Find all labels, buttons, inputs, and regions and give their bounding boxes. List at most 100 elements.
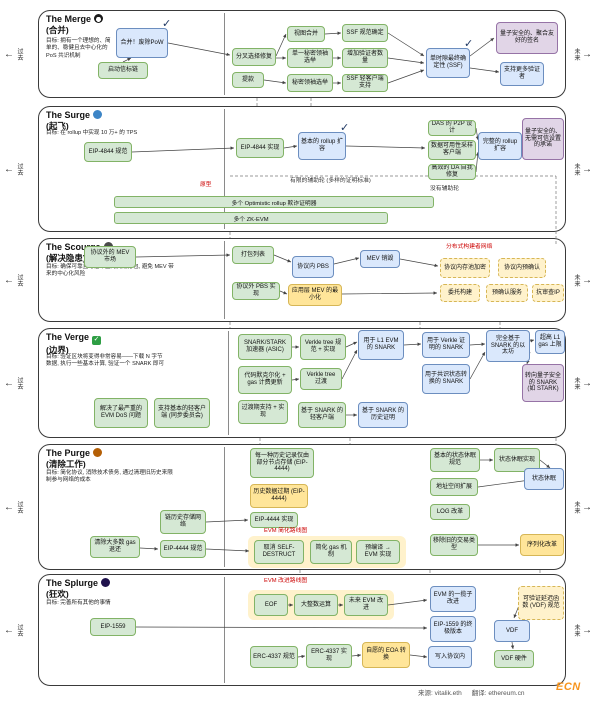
roadmap-node: 抗审查IP [532, 284, 564, 302]
past-label: 过去 [16, 500, 22, 514]
node-label: 用于 L1 EVM 的 SNARK [363, 338, 399, 351]
future-label: 未来 [573, 500, 579, 514]
roadmap-node: 基于 SNARK 的轻客户端 [298, 402, 346, 428]
roadmap-node: LOG 改革 [430, 504, 470, 520]
node-label: 单时隙最终确定性 (SSF) [429, 56, 466, 69]
node-label: 高效的 DA 自我修复 [431, 165, 473, 178]
roadmap-node: 单时隙最终确定性 (SSF) [426, 48, 470, 78]
node-label: SNARK/STARK 加速器 (ASIC) [244, 340, 286, 353]
roadmap-node: 协议内预确认 [498, 258, 546, 278]
roadmap-node: 预编译 → EVM 实现 [356, 540, 400, 564]
float-label: 分布式构建者网络 [446, 244, 493, 250]
roadmap-node: 地址空间扩展 [430, 478, 478, 496]
node-label: 完全基于 SNARK 的以太坊 [490, 335, 526, 356]
roadmap-node: 预确认服务 [486, 284, 528, 302]
future-label: 未来 [573, 623, 579, 637]
past-arrow-icon: ← [4, 48, 14, 60]
roadmap-node: 未来 EVM 改进 [344, 594, 388, 616]
node-label: 打包列表 [240, 251, 265, 258]
node-label: SSF 规范确定 [346, 29, 384, 36]
roadmap-node: 支持更多验证者 [500, 62, 544, 86]
node-label: 支持更多验证者 [503, 67, 540, 80]
roadmap-node: 数据可用性采样客户端 [428, 140, 476, 160]
node-label: LOG 改革 [436, 508, 464, 515]
roadmap-node: 单一秘密领袖选举 [287, 48, 333, 68]
lane-title: The Scourge [46, 242, 101, 252]
roadmap-node: 协议外 PBS 实现 [232, 282, 280, 300]
roadmap-node: 状态休眠 [524, 468, 564, 490]
translation-credit: 翻译: ethereum.cn [471, 690, 525, 697]
lane-subtitle: (解决隐患) [46, 253, 86, 264]
node-label: EIP-4844 规范 [88, 148, 128, 155]
roadmap-node: 用于 Verkle 证明的 SNARK [422, 332, 470, 358]
future-label: 未来 [573, 47, 579, 61]
float-label: EVM 简化路线图 [264, 528, 308, 534]
roadmap-node: 基本的 rollup 扩容 [298, 132, 346, 160]
roadmap-node: 协议外的 MEV 市场 [84, 246, 136, 268]
roadmap-node: 启动信标链 [98, 62, 148, 79]
node-label: 协议内存池加密 [443, 264, 486, 271]
roadmap-node: 过渡期支持 + 实现 [238, 400, 288, 424]
lane-divider [224, 13, 225, 95]
roadmap-node: 合并！废除PoW [116, 28, 168, 58]
float-label: 没有辅助轮 [430, 186, 459, 192]
node-label: 状态休眠 [531, 475, 556, 482]
roadmap-node: 转向量子安全的 SNARK (如 STARK) [522, 364, 564, 402]
lane-goal: 目标: 拥有一个理想的、简单的、稳健且去中心化的 PoS 共识机制 [46, 38, 111, 59]
roadmap-node: EIP-4844 实现 [236, 138, 284, 158]
node-label: Verkle tree 过渡 [306, 372, 336, 385]
roadmap-node: EIP-4444 实现 [250, 512, 298, 528]
past-label: 过去 [16, 376, 22, 390]
roadmap-node: 清除大多数 gas 退还 [90, 536, 140, 558]
node-label: 清除大多数 gas 退还 [94, 540, 136, 553]
roadmap-node: 写入协议内 [428, 646, 472, 668]
ecn-logo: ECN [556, 681, 581, 693]
past-marker: ←过去 [4, 267, 34, 293]
node-label: 自愿的 EOA 转换 [366, 648, 406, 661]
node-label: 增加验证者数量 [346, 51, 383, 64]
node-label: 转向量子安全的 SNARK (如 STARK) [525, 372, 562, 393]
future-marker: 未来→ [572, 370, 600, 396]
node-label: 视图合并 [293, 30, 318, 37]
wave-icon [93, 110, 103, 119]
future-marker: 未来→ [572, 41, 600, 67]
past-label: 过去 [16, 162, 22, 176]
node-label: 基本的状态休眠规范 [433, 453, 476, 466]
node-label: 协议外的 MEV 市场 [90, 250, 130, 263]
node-label: 分叉选择修复 [235, 53, 272, 60]
roadmap-node: 基本的状态休眠规范 [430, 448, 480, 472]
lane-subtitle: (狂欢) [46, 589, 69, 600]
roadmap-node: EIP-4444 规范 [160, 540, 206, 558]
roadmap-node: 基于 SNARK 的历史证明 [358, 402, 408, 428]
roadmap-node: ERC-4337 规范 [250, 646, 298, 668]
past-marker: ←过去 [4, 494, 34, 520]
lane-title: The Merge [46, 14, 92, 24]
roadmap-node: EVM 的一揽子改进 [430, 586, 476, 612]
past-marker: ←过去 [4, 617, 34, 643]
node-label: 解决了最严重的 EVM DoS 问题 [99, 406, 142, 419]
roadmap-node: 高效的 DA 自我修复 [428, 164, 476, 180]
lane-header: The Splurge(狂欢) [46, 578, 142, 602]
node-label: 超高 L1 gas 上限 [538, 335, 562, 348]
future-arrow-icon: → [582, 624, 592, 636]
roadmap-node: 历史数据过期 (EIP-4444) [250, 484, 308, 508]
past-marker: ←过去 [4, 156, 34, 182]
lane-title: The Surge [46, 110, 91, 120]
node-label: 合并！废除PoW [120, 39, 164, 46]
panda-icon [94, 14, 104, 23]
node-label: ERC-4337 规范 [253, 653, 295, 660]
lane-divider [224, 241, 225, 319]
node-label: EIP-1559 [100, 623, 126, 630]
node-label: EVM 的一揽子改进 [433, 592, 473, 605]
roadmap-node: 协议内 PBS [292, 256, 334, 278]
future-arrow-icon: → [582, 377, 592, 389]
roadmap-node: MEV 销毁 [360, 250, 400, 268]
node-label: EIP-4444 实现 [254, 516, 294, 523]
roadmap-node: 增加验证者数量 [342, 48, 388, 68]
roadmap-node: 完整的 rollup 扩容 [478, 132, 522, 160]
node-label: 量子安全的、无需可信设置的承诺 [525, 128, 562, 149]
node-label: 完整的 rollup 扩容 [482, 139, 518, 152]
node-label: 单一秘密领袖选举 [291, 51, 328, 64]
node-label: 抗审查IP [536, 289, 560, 296]
